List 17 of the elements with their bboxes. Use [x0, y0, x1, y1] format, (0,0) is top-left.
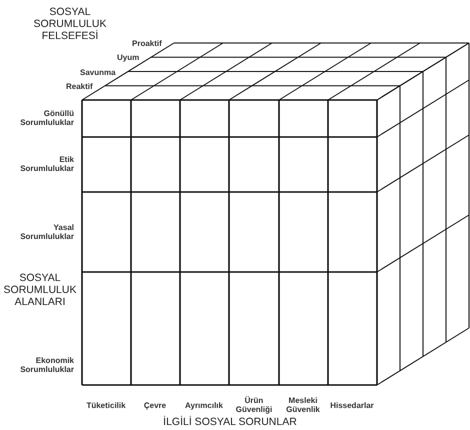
column-label: Mesleki Güvenlik	[285, 396, 321, 414]
depth-label: Savunma	[80, 68, 116, 76]
axis-title: SOSYAL SORUMLULUK FELSEFESİ	[32, 6, 108, 42]
row-label: Yasal Sorumluluklar	[19, 223, 74, 241]
row-label: Gönüllü Sorumluluklar	[19, 109, 74, 127]
depth-label: Proaktif	[132, 38, 162, 48]
column-label: Ürün Güvenliği	[234, 396, 274, 414]
depth-label: Reaktif	[66, 82, 93, 90]
row-label: Etik Sorumluluklar	[19, 155, 74, 173]
axis-title: SOSYAL SORUMLULUK ALANLARI	[2, 272, 78, 308]
column-label: Tüketicilik	[85, 400, 127, 410]
depth-label: Uyum	[117, 52, 140, 62]
row-label: Ekonomik Sorumluluklar	[19, 356, 74, 374]
column-label: Çevre	[142, 400, 168, 410]
column-label: Ayrımcılık	[184, 400, 224, 410]
column-label: Hissedarlar	[329, 400, 375, 410]
axis-title: İLGİLİ SOSYAL SORUNLAR	[162, 416, 298, 428]
